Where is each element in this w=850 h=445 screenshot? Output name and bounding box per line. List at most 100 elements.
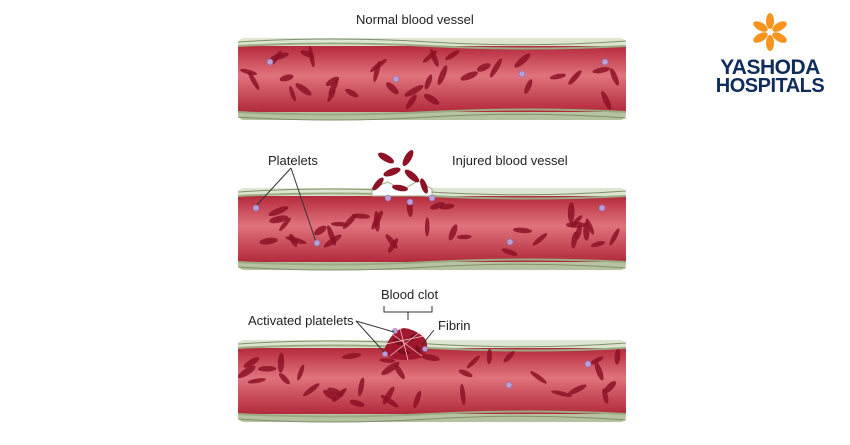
red-blood-cell: [394, 364, 405, 380]
red-blood-cells: [259, 198, 620, 256]
red-blood-cell: [590, 356, 604, 365]
red-blood-cell: [248, 71, 260, 90]
red-blood-cell: [330, 221, 348, 227]
red-blood-cell: [327, 89, 336, 102]
red-blood-cell: [549, 73, 566, 80]
yashoda-logo: YASHODA HOSPITALS: [700, 12, 840, 102]
red-blood-cell: [341, 353, 362, 359]
red-blood-cell: [503, 351, 515, 363]
red-blood-cell: [271, 50, 282, 65]
injured-vessel: [237, 180, 627, 271]
logo-line2: HOSPITALS: [715, 75, 825, 97]
red-blood-cell: [424, 217, 430, 237]
red-blood-cell: [268, 206, 289, 217]
red-blood-cell: [269, 215, 289, 224]
escaping-blood-cells: [372, 150, 428, 194]
clot-vessel: [237, 340, 627, 423]
red-blood-cell: [614, 348, 621, 365]
label-blood-clot: Blood clot: [381, 287, 439, 302]
blood-clot: [382, 327, 428, 361]
red-blood-cell: [594, 362, 604, 381]
red-blood-cell: [430, 201, 445, 210]
red-blood-cell: [247, 378, 266, 384]
red-blood-cell: [609, 228, 620, 246]
red-blood-cell: [300, 50, 315, 58]
red-blood-cell: [458, 369, 473, 378]
red-blood-cell: [351, 213, 371, 219]
label-activated-platelets: Activated platelets: [248, 313, 354, 328]
label-platelets: Platelets: [268, 153, 318, 168]
red-blood-cell: [532, 233, 548, 246]
logo-line1: YASHODA: [720, 56, 820, 79]
label-fibrin: Fibrin: [438, 318, 471, 333]
red-blood-cell: [279, 217, 291, 231]
platelets-v1: [266, 58, 609, 83]
red-blood-cell: [592, 67, 611, 74]
red-blood-cell: [456, 234, 472, 240]
red-blood-cell: [388, 238, 399, 253]
normal-vessel: [237, 38, 627, 121]
red-blood-cell: [278, 373, 290, 385]
clot-pointers: [355, 306, 435, 353]
red-blood-cell: [501, 248, 518, 256]
red-blood-cell: [575, 224, 582, 240]
label-normal-vessel: Normal blood vessel: [356, 12, 474, 27]
red-blood-cell: [530, 371, 547, 384]
red-blood-cell: [381, 361, 400, 376]
red-blood-cell: [328, 79, 339, 96]
red-blood-cell: [610, 68, 619, 86]
red-blood-cell: [297, 364, 305, 381]
red-blood-cell: [424, 74, 433, 90]
red-blood-cell: [422, 50, 437, 63]
red-blood-cell: [277, 352, 285, 373]
red-blood-cell: [460, 383, 466, 406]
red-blood-cell: [295, 83, 312, 96]
platelets-v3: [505, 360, 592, 389]
red-blood-cell: [258, 365, 277, 372]
red-blood-cell: [314, 225, 327, 236]
red-blood-cell: [327, 387, 344, 397]
red-blood-cell: [603, 380, 617, 394]
red-blood-cell: [601, 91, 612, 110]
label-injured-vessel: Injured blood vessel: [452, 153, 568, 168]
red-blood-cell: [514, 53, 531, 68]
red-blood-cell: [551, 390, 573, 397]
red-blood-cell: [466, 355, 480, 369]
red-blood-cell: [568, 70, 582, 85]
red-blood-cell: [237, 365, 256, 379]
red-blood-cell: [243, 357, 260, 368]
red-blood-cell: [279, 74, 294, 82]
red-blood-cell: [585, 218, 595, 235]
red-blood-cell: [445, 50, 460, 61]
red-blood-cells: [237, 348, 621, 408]
red-blood-cell: [379, 358, 396, 363]
red-blood-cell: [437, 65, 448, 85]
flower-icon: [753, 13, 787, 51]
platelets-pointers: [255, 167, 317, 243]
red-blood-cell: [289, 86, 296, 102]
red-blood-cell: [373, 211, 380, 232]
red-blood-cell: [423, 93, 440, 105]
red-blood-cell: [285, 236, 307, 245]
red-blood-cell: [345, 88, 359, 98]
red-blood-cell: [568, 384, 587, 395]
red-blood-cell: [486, 348, 493, 365]
red-blood-cell: [382, 386, 395, 405]
red-blood-cell: [570, 215, 583, 228]
red-blood-cell: [439, 203, 455, 210]
red-blood-cell: [477, 63, 491, 72]
red-blood-cell: [259, 237, 278, 245]
red-blood-cell: [386, 82, 399, 95]
red-blood-cell: [420, 354, 440, 361]
red-blood-cell: [327, 225, 336, 246]
red-blood-cell: [342, 213, 357, 229]
red-blood-cell: [460, 71, 478, 81]
red-blood-cell: [489, 58, 502, 78]
red-blood-cells: [240, 45, 619, 110]
red-blood-cell: [405, 94, 417, 110]
red-blood-cell: [590, 240, 605, 248]
red-blood-cell: [567, 202, 575, 223]
red-blood-cell: [513, 227, 532, 234]
red-blood-cell: [325, 76, 340, 87]
